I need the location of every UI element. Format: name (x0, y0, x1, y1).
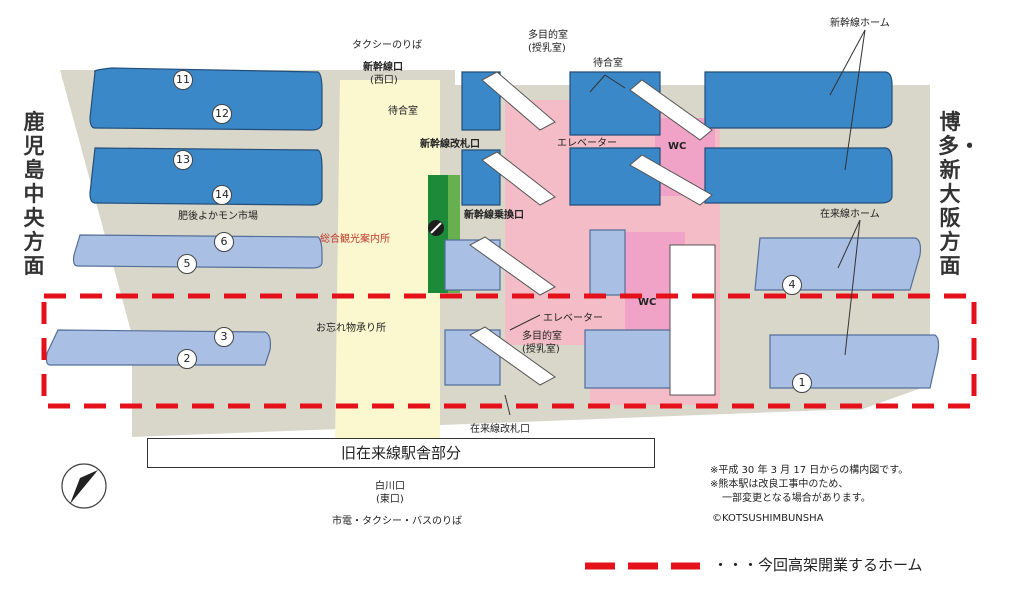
compass-icon (61, 463, 107, 509)
direction-left: 鹿児島中央方面 (23, 110, 45, 278)
track-4: 4 (782, 275, 802, 295)
nursing-top: (授乳室) (528, 43, 566, 54)
track-1: 1 (792, 373, 812, 393)
zaisen-platform-center-top (589, 229, 626, 296)
platform-5-6 (72, 234, 323, 269)
note-1: ※平成 30 年 3 月 17 日からの構内図です。 (710, 465, 909, 476)
platform-1 (769, 334, 940, 389)
track-13: 13 (173, 150, 193, 170)
shinkansen-platform-right-top (704, 71, 893, 129)
multipurpose-bottom: 多目的室 (522, 331, 562, 342)
platform-4 (754, 237, 922, 291)
track-12: 12 (212, 104, 232, 124)
shinkansen-platform-right-mid (704, 147, 893, 204)
shinkansen-west-label: 新幹線口 (363, 62, 403, 73)
wc-top-label: WC (668, 141, 687, 152)
shinkansen-platforms (89, 67, 893, 206)
legend-text: ・・・今回高架開業するホーム (713, 556, 923, 574)
track-5: 5 (177, 254, 197, 274)
shinkansen-gate-label: 新幹線改札口 (420, 139, 480, 150)
west-exit-label: (西口) (370, 75, 398, 86)
platform-11-12 (89, 67, 323, 131)
wc-bottom-label: WC (638, 297, 657, 308)
tourist-info-label: 総合観光案内所 (320, 234, 390, 245)
zaisen-platform-label: 在来線ホーム (820, 209, 880, 220)
old-building-box: 旧在来線駅舎部分 (147, 438, 655, 468)
track-6: 6 (214, 232, 234, 252)
track-11: 11 (173, 70, 193, 90)
pointer-lines (504, 29, 866, 416)
lost-items-label: お忘れ物承り所 (316, 323, 386, 334)
waiting-room-left: 待合室 (388, 106, 418, 117)
waiting-room-top: 待合室 (593, 58, 623, 69)
market-label: 肥後よかモン市場 (178, 211, 258, 222)
platform-13-14 (89, 147, 323, 206)
escalators (469, 71, 716, 396)
track-3: 3 (214, 327, 234, 347)
elevator-bottom-label: エレベーター (543, 313, 603, 324)
elevator-top-label: エレベーター (557, 138, 617, 149)
note-3: 一部変更となる場合があります。 (722, 493, 871, 504)
east-exit-label: (東口) (376, 494, 404, 505)
track-2: 2 (177, 349, 197, 369)
highlight-frame (41, 293, 977, 409)
shinkansen-platform-label: 新幹線ホーム (830, 18, 890, 29)
copyright: ©KOTSUSHIMBUNSHA (712, 513, 824, 524)
taxi-top-label: タクシーのりば (352, 40, 422, 51)
note-2: ※熊本駅は改良工事中のため、 (710, 479, 849, 490)
track-14: 14 (212, 185, 232, 205)
shinkansen-platform-mid2 (569, 147, 661, 206)
multipurpose-top: 多目的室 (528, 30, 568, 41)
shirakawa-label: 白川口 (375, 481, 405, 492)
legend: ・・・今回高架開業するホーム (583, 553, 1003, 579)
shinkansen-transfer-label: 新幹線乗換口 (464, 210, 524, 221)
direction-right: 博多・新大阪方面 (938, 110, 980, 278)
bottom-transport-label: 市電・タクシー・バスのりば (332, 516, 462, 527)
zaisen-gate-label: 在来線改札口 (470, 424, 530, 435)
nursing-bottom: (授乳室) (522, 344, 560, 355)
yellow-concourse (335, 80, 440, 445)
platform-2-3 (45, 329, 272, 366)
